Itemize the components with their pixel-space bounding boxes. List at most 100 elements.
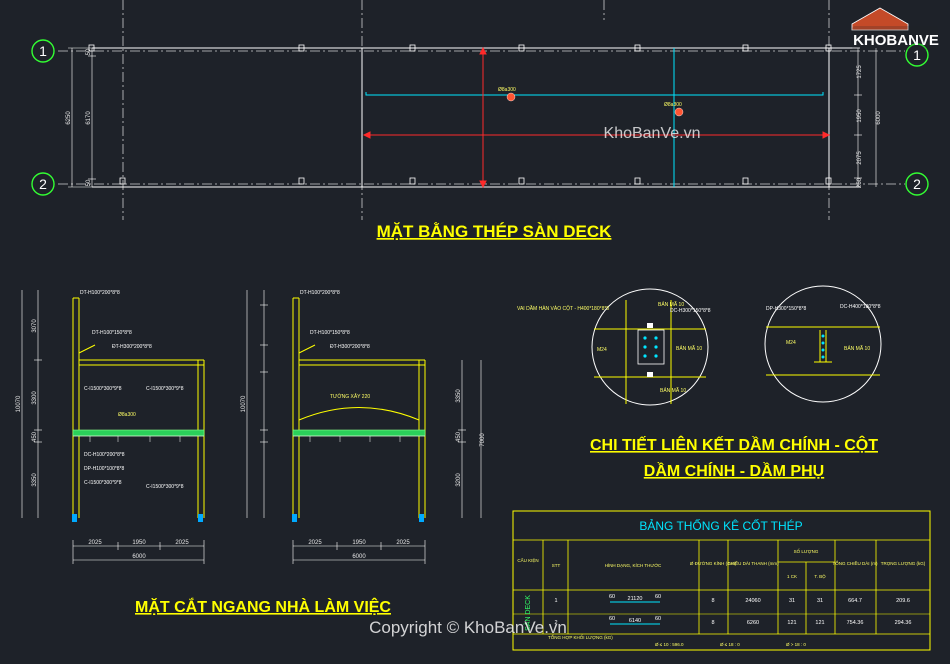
th-dia: Ø ĐƯỜNG KÍNH (mm)	[690, 560, 737, 566]
th-len: CHIỀU DÀI THANH (mm)	[727, 560, 779, 566]
th-stt: STT	[552, 563, 561, 568]
svg-text:121: 121	[815, 620, 824, 626]
detail2-beam1: DP-H300*150*8*8	[766, 306, 807, 312]
svg-text:2: 2	[39, 176, 47, 192]
svg-text:60: 60	[655, 616, 661, 622]
svg-text:209.6: 209.6	[896, 598, 910, 604]
sec1-dim-h1: 3070	[32, 319, 38, 333]
th-total-len: TỔNG CHIỀU DÀI (m)	[833, 560, 878, 566]
sec1-label-e: C-I1500*300*9*8	[84, 480, 122, 486]
watermark-center: KhoBanVe.vn	[604, 125, 701, 142]
table-row: 1 60 21120 60 8 24060 31 31 664.7 209.6	[554, 594, 909, 604]
rebar-tag-1: Ø8a300	[498, 87, 516, 93]
detail-title-1: CHI TIẾT LIÊN KẾT DẦM CHÍNH - CỘT	[590, 435, 878, 454]
plan-dim-left-mid: 6170	[86, 111, 92, 125]
plan-dim-left-top: 50	[86, 48, 92, 55]
sec1-dim-b3: 2025	[175, 540, 189, 546]
sec1-dim-h2: 3300	[32, 391, 38, 405]
svg-text:2: 2	[554, 620, 557, 626]
deck-plan-view: Ø8a300 Ø8a300 6250 6170 50 50 1725 1950 …	[31, 0, 929, 241]
detail2-plate: BẢN MÃ 10	[844, 345, 870, 352]
sec2-label-beamtop: DT-H100*150*8*8	[310, 330, 350, 336]
svg-text:6140: 6140	[629, 618, 641, 624]
detail1-plate3: BẢN MÃ 10	[660, 387, 686, 394]
svg-text:754.36: 754.36	[847, 620, 864, 626]
th-shape: HÌNH DẠNG, KÍCH THƯỚC	[605, 562, 662, 568]
svg-text:60: 60	[655, 594, 661, 600]
detail2-bolt: M24	[786, 340, 796, 346]
grid-axis-2-right: 2	[905, 172, 929, 196]
sec2-dim-b3: 2025	[396, 540, 410, 546]
cross-section-left: 10070 3070 3300 450 3350 2025 1950 2025 …	[16, 290, 205, 564]
plan-dim-right-total: 6000	[876, 111, 882, 125]
svg-text:1: 1	[554, 598, 557, 604]
sec1-label-main: ĐT-H300*200*8*8	[112, 344, 152, 350]
sec1-label-a: C-I1500*300*9*8	[84, 386, 122, 392]
detail1-bolt: M24	[597, 347, 607, 353]
grid-axis-2-left: 2	[31, 172, 55, 196]
plan-dim-right-1: 1725	[857, 65, 863, 79]
svg-text:24060: 24060	[745, 598, 760, 604]
svg-text:60: 60	[609, 594, 615, 600]
svg-text:31: 31	[789, 598, 795, 604]
svg-text:2: 2	[913, 176, 921, 192]
plan-dim-left-total: 6250	[66, 111, 72, 125]
th-member: CẤU KIỆN	[517, 556, 538, 563]
svg-text:121: 121	[787, 620, 796, 626]
table-member: SÀN DECK	[523, 595, 532, 631]
th-qty-ck: 1 CK	[787, 574, 797, 579]
sec1-dim-btotal: 6000	[132, 554, 146, 560]
sec1-label-b: C-I1500*300*9*8	[146, 386, 184, 392]
svg-text:664.7: 664.7	[848, 598, 862, 604]
table-title: BẢNG THỐNG KÊ CỐT THÉP	[639, 518, 802, 533]
rebar-schedule-table: BẢNG THỐNG KÊ CỐT THÉP CẤU KIỆN STT HÌNH…	[512, 510, 931, 651]
detail1-plate1: BẢN MÃ 10	[658, 301, 684, 308]
svg-text:1: 1	[913, 47, 921, 63]
sec1-label-f: C-I1500*300*9*8	[146, 484, 184, 490]
sec2-dim-b2: 1950	[352, 540, 366, 546]
table-footer-a: Ø ≤ 10 : 596.0	[655, 642, 684, 647]
detail1-note: VAI DẦM HÀN VÀO CỘT - H400*180*8*8	[517, 305, 609, 312]
table-row: 2 60 6140 60 8 6260 121 121 754.36 294.3…	[554, 616, 911, 626]
th-weight: TRỌNG LƯỢNG (kG)	[881, 561, 926, 566]
sec1-dim-b1: 2025	[88, 540, 102, 546]
svg-text:1: 1	[39, 43, 47, 59]
sec1-dim-h3: 450	[32, 431, 38, 442]
sec2-dim-b1: 2025	[308, 540, 322, 546]
sec1-label-deck: Ø8a300	[118, 412, 136, 418]
sec1-dim-total: 10070	[16, 395, 22, 412]
section-title: MẶT CẮT NGANG NHÀ LÀM VIỆC	[135, 597, 391, 616]
svg-text:8: 8	[711, 598, 714, 604]
plan-dim-left-bot: 50	[86, 179, 92, 186]
connection-details: VAI DẦM HÀN VÀO CỘT - H400*180*8*8 DC-H3…	[517, 285, 882, 480]
sec2-dim-btotal: 6000	[352, 554, 366, 560]
plan-dim-right-4: 250	[857, 177, 863, 188]
detail1-beam: DC-H300*150*8*8	[670, 308, 711, 314]
plan-dim-right-2: 1950	[857, 109, 863, 123]
sec1-label-d: DP-H100*100*8*8	[84, 466, 125, 472]
detail-title-2: DẦM CHÍNH - DẦM PHỤ	[644, 461, 824, 480]
detail1-plate2: BẢN MÃ 10	[676, 345, 702, 352]
svg-text:21120: 21120	[628, 596, 643, 602]
sec2-label-main: ĐT-H300*200*8*8	[330, 344, 370, 350]
plan-dim-right-3: 2075	[857, 151, 863, 165]
watermark-copyright: Copyright © KhoBanVe.vn	[369, 618, 567, 637]
table-footer-b: Ø ≤ 18 : 0	[720, 642, 740, 647]
cross-section-right: 10070 3350 450 3200 7000 2025 1950 2025 …	[135, 290, 486, 616]
sec2-dim-right-b: 450	[456, 431, 462, 442]
th-qty-total: T. BỘ	[814, 573, 826, 579]
svg-text:8: 8	[711, 620, 714, 626]
svg-text:6260: 6260	[747, 620, 759, 626]
plan-title: MẶT BẰNG THÉP SÀN DECK	[377, 222, 613, 241]
grid-axis-1-left: 1	[31, 39, 55, 63]
sec2-dim-right-c: 3200	[456, 473, 462, 487]
sec1-label-beamtop: DT-H100*150*8*8	[92, 330, 132, 336]
logo-text: KHOBANVE	[853, 32, 939, 49]
sec1-dim-b2: 1950	[132, 540, 146, 546]
sec2-dim-total: 10070	[241, 395, 247, 412]
sec2-dim-right-a: 3350	[456, 389, 462, 403]
svg-text:60: 60	[609, 616, 615, 622]
table-footer: TỔNG HỢP KHỐI LƯỢNG (kG)	[548, 634, 613, 640]
sec1-label-c: DC-H100*200*8*8	[84, 452, 125, 458]
